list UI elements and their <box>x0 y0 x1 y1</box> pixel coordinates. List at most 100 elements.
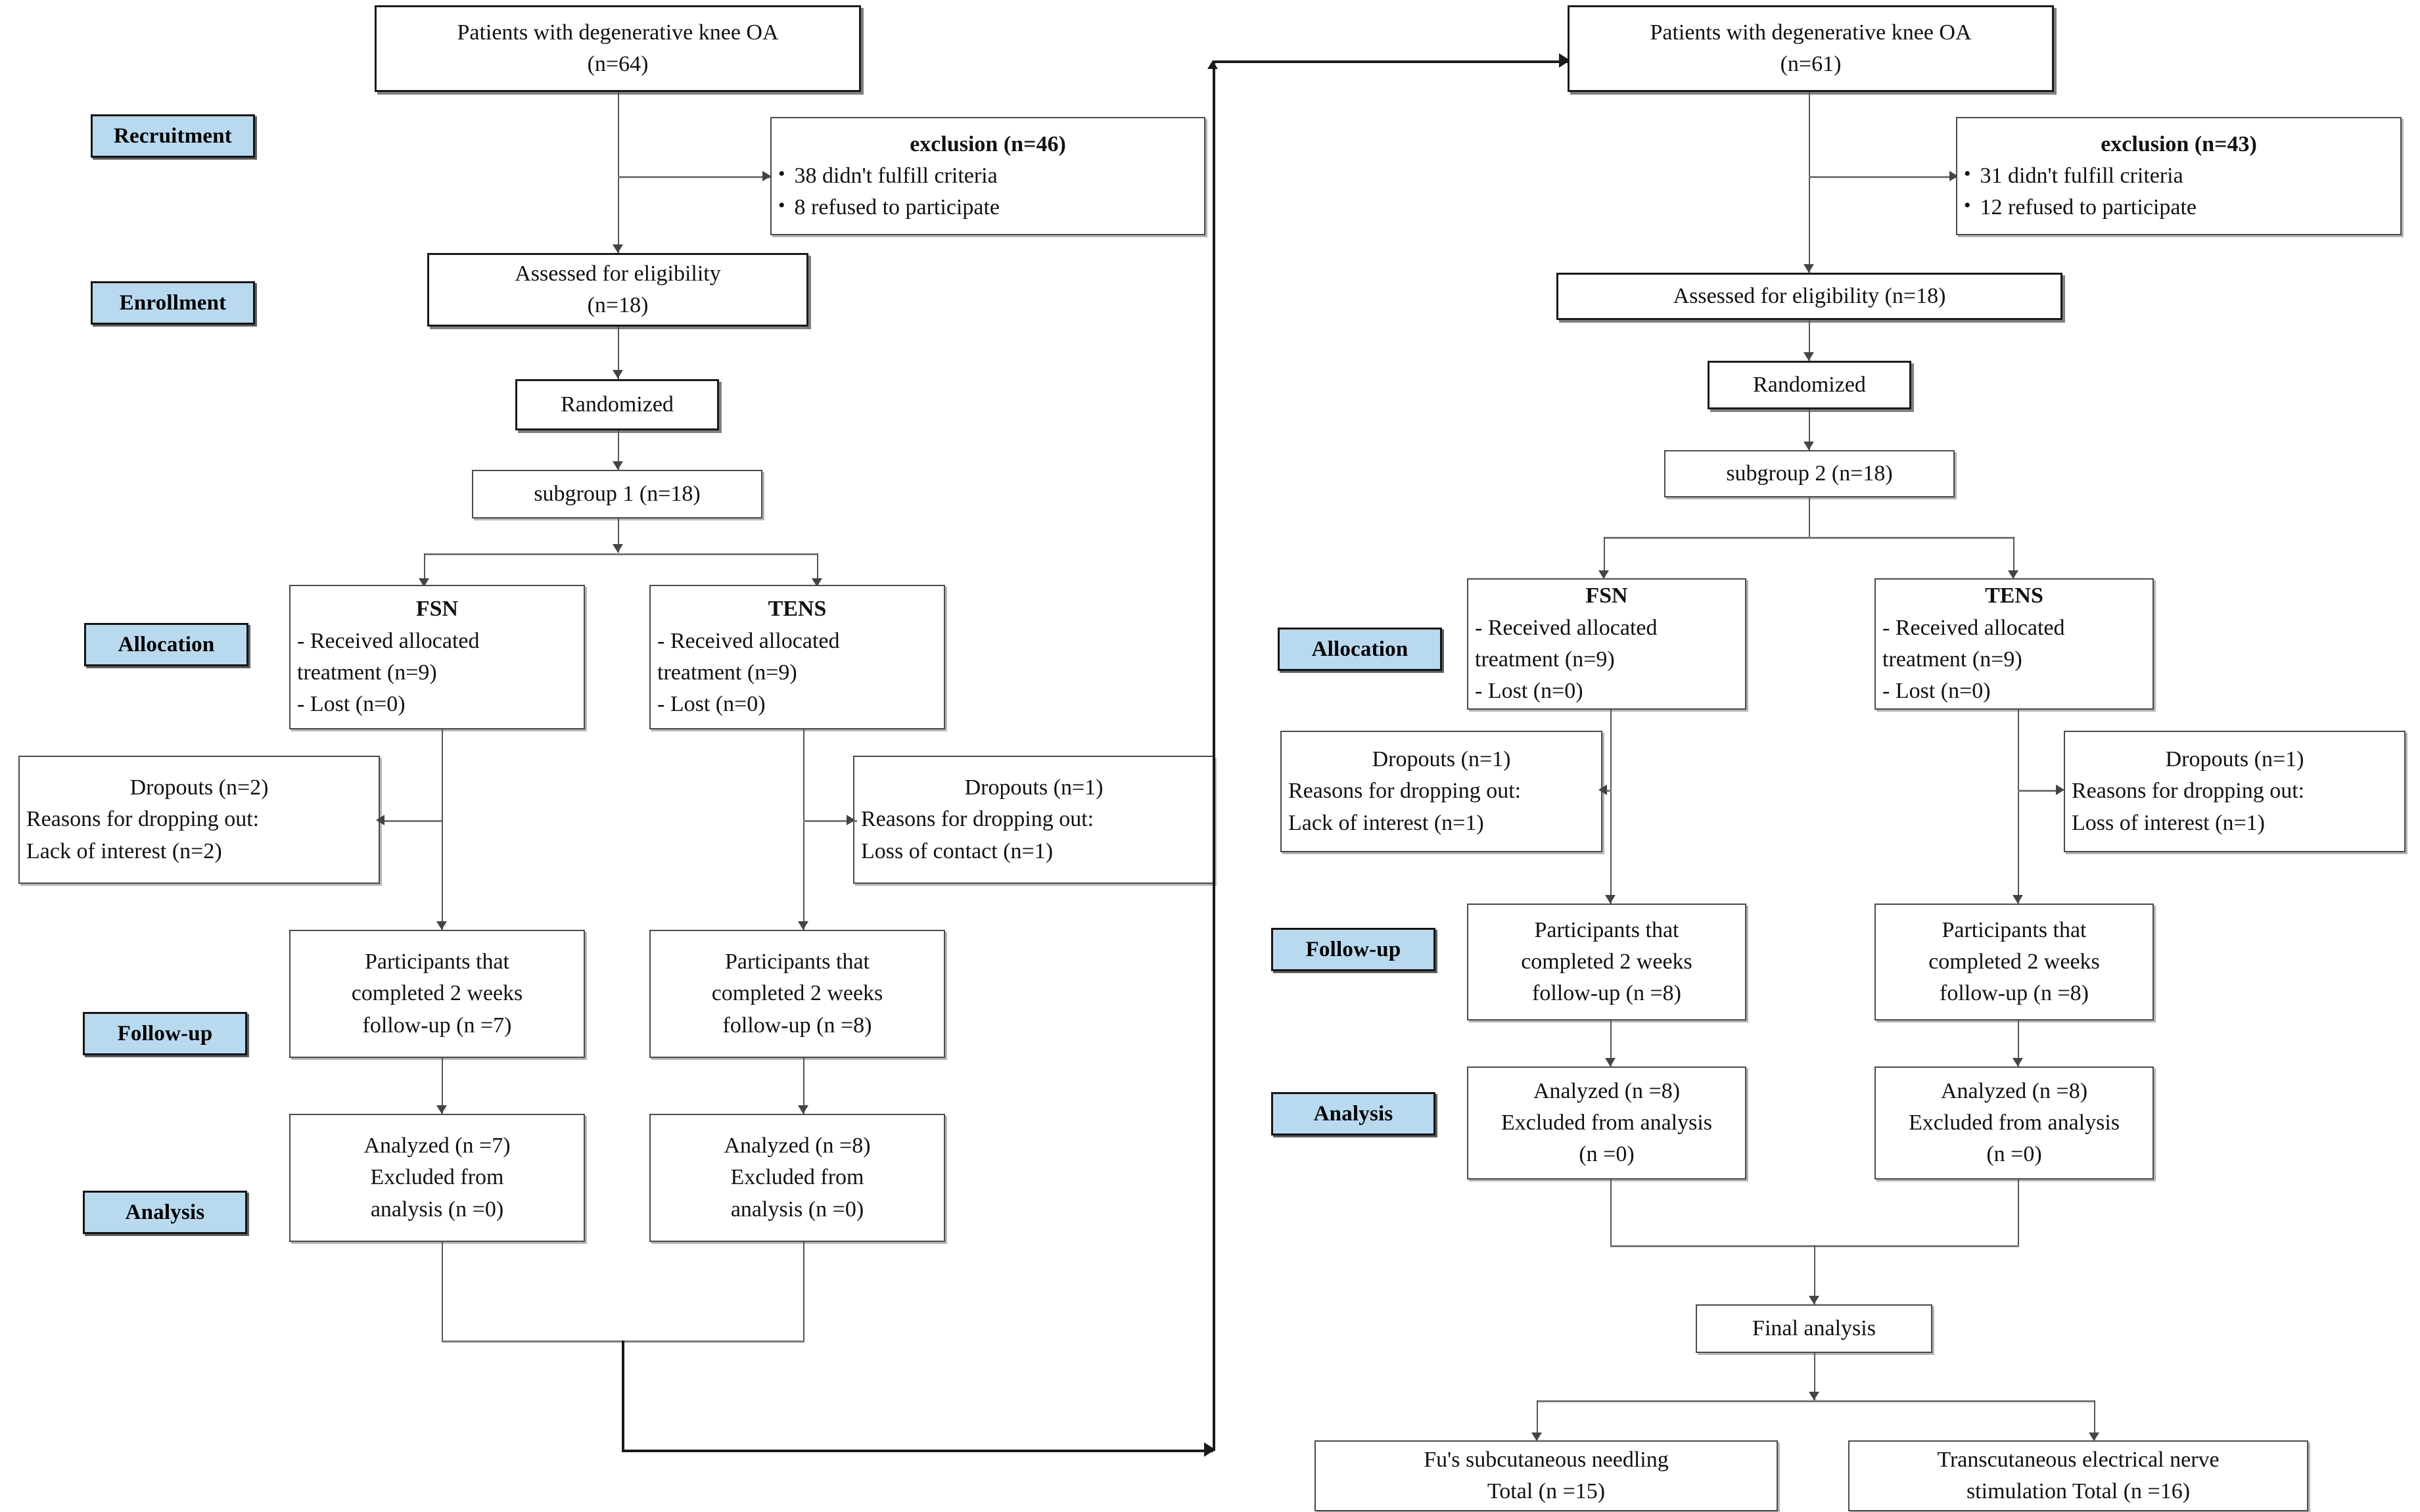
phase1-exclusion-heading: exclusion (n=46) <box>910 131 1066 156</box>
phase2-final-stem <box>1814 1245 1815 1304</box>
phase2-arm1-analysis-arrowhead <box>2013 1058 2023 1066</box>
phase1-arm1-line0: - Received allocated <box>657 628 840 653</box>
phase1-arm1-arrowhead <box>812 578 822 587</box>
phase1-split-right-drop <box>817 553 818 585</box>
phase1-assessed-box: Assessed for eligibility (n=18) <box>427 253 808 327</box>
stage-tag-allocation-phase1: Allocation <box>84 623 248 666</box>
phase1-randomized-arrowhead <box>613 370 623 378</box>
phase1-randomized-label: Randomized <box>561 392 674 417</box>
phase2-arm1-dropouts-arrowhead <box>2056 785 2064 795</box>
phase2-total-fsn-line2: Total (n =15) <box>1487 1479 1606 1503</box>
phase2-entry-vertical <box>1213 60 1215 1451</box>
phase1-subgroup-arrowhead <box>613 461 623 470</box>
phase1-assessed-line2: (n=18) <box>587 293 649 317</box>
phase1-source-box: Patients with degenerative knee OA (n=64… <box>375 5 861 92</box>
phase1-subgroup-stem <box>618 518 619 553</box>
phase2-arm0-line2: - Lost (n=0) <box>1475 679 1583 704</box>
phase1-arm1-followup-box: Participants that completed 2 weeks foll… <box>649 930 945 1058</box>
phase1-arm1-followup-line0: Participants that <box>724 950 870 974</box>
phase1-arm1-dropouts-arrowhead <box>847 815 855 825</box>
phase1-arm0-title: FSN <box>415 597 459 622</box>
phase2-exclusion-arrowhead <box>1949 171 1958 181</box>
phase2-totals-right-drop <box>2094 1400 2095 1440</box>
phase2-arm0-line0: - Received allocated <box>1475 615 1658 640</box>
phase1-assessed-to-randomized <box>618 327 619 379</box>
phase2-arm0-dropouts-line2: Lack of interest (n=1) <box>1288 810 1484 835</box>
phase2-assessed-arrowhead <box>1803 264 1814 273</box>
phase2-final-arrowhead <box>1809 1296 1819 1304</box>
phase2-arm1-followup-line0: Participants that <box>1942 917 2087 942</box>
phase2-arm0-followup-line1: completed 2 weeks <box>1521 949 1692 974</box>
phase1-arm1-analysis-line0: Analyzed (n =8) <box>724 1134 871 1158</box>
stage-tag-analysis-phase1: Analysis <box>83 1191 247 1234</box>
phase2-split-bus <box>1604 537 2014 539</box>
phase1-arm0-line0: - Received allocated <box>297 628 480 653</box>
phase2-total1-arrowhead <box>2089 1432 2099 1441</box>
phase1-arm0-analysis-line0: Analyzed (n =7) <box>363 1134 511 1158</box>
stage-tag-followup-phase1: Follow-up <box>83 1012 247 1055</box>
bullet-icon: • <box>1964 195 1971 217</box>
phase1-assessed-line1: Assessed for eligibility <box>515 261 721 286</box>
phase2-arm0-dropouts-line1: Reasons for dropping out: <box>1288 779 1522 804</box>
phase2-arm0-line1: treatment (n=9) <box>1475 647 1615 672</box>
phase2-assessed-label: Assessed for eligibility (n=18) <box>1673 283 1946 308</box>
phase2-arm0-allocation-box: FSN - Received allocated treatment (n=9)… <box>1467 578 1746 710</box>
phase2-randomized-to-subgroup <box>1809 409 1810 450</box>
phase2-arm0-analysis-line0: Analyzed (n =8) <box>1533 1078 1681 1103</box>
phase1-arm1-line2: - Lost (n=0) <box>657 692 766 717</box>
phase1-merge-right-stem <box>803 1242 804 1340</box>
phase2-assessed-to-randomized <box>1809 320 1810 361</box>
phase2-entry-arrowhead <box>1559 53 1570 68</box>
phase1-arm0-line2: - Lost (n=0) <box>297 692 406 717</box>
phase2-arm1-analysis-line2: (n =0) <box>1986 1142 2042 1167</box>
phase2-subgroup-box: subgroup 2 (n=18) <box>1664 450 1955 497</box>
phase2-arm1-followup-line2: follow-up (n =8) <box>1940 981 2089 1006</box>
phase2-arm1-dropouts-line0: Dropouts (n=1) <box>2165 747 2304 772</box>
phase1-arm1-line1: treatment (n=9) <box>657 660 797 685</box>
phase2-totals-bus <box>1537 1400 2094 1402</box>
phase2-randomized-label: Randomized <box>1753 372 1866 397</box>
phase2-subgroup-arrowhead <box>1803 442 1814 450</box>
phase2-source-box: Patients with degenerative knee OA (n=61… <box>1568 5 2054 92</box>
phase2-arm1-dropouts-line1: Reasons for dropping out: <box>2072 779 2305 804</box>
phase2-final-analysis-label: Final analysis <box>1752 1316 1876 1340</box>
phase1-arm0-arrowhead <box>419 578 429 587</box>
phase2-arm0-title: FSN <box>1585 584 1628 608</box>
phase2-arm1-allocation-box: TENS - Received allocated treatment (n=9… <box>1874 578 2154 710</box>
phase1-return-arrowhead-right <box>1204 1442 1215 1457</box>
phase2-arm0-dropouts-arrowhead <box>1598 785 1607 795</box>
phase2-arm1-dropouts-line2: Loss of interest (n=1) <box>2072 810 2265 835</box>
phase2-subgroup-label: subgroup 2 (n=18) <box>1726 461 1893 486</box>
phase2-arm1-followup-to-analysis <box>2018 1020 2019 1066</box>
phase1-arm0-followup-line1: completed 2 weeks <box>351 981 523 1006</box>
phase2-arm1-title: TENS <box>1985 584 2043 608</box>
phase2-total-tens-line1: Transcutaneous electrical nerve <box>1937 1447 2220 1472</box>
bullet-icon: • <box>778 195 785 217</box>
phase2-arm0-followup-box: Participants that completed 2 weeks foll… <box>1467 904 1746 1020</box>
phase2-exclusion-heading: exclusion (n=43) <box>2101 131 2257 156</box>
phase1-arm0-analysis-arrowhead <box>436 1105 447 1114</box>
phase1-arm1-analysis-line2: analysis (n =0) <box>730 1197 864 1222</box>
phase1-arm1-analysis-line1: Excluded from <box>730 1165 864 1190</box>
phase2-arm0-followup-arrowhead <box>1605 895 1616 904</box>
phase1-arm1-dropouts-line1: Reasons for dropping out: <box>861 807 1094 832</box>
phase2-merge-left-stem <box>1610 1180 1612 1245</box>
phase2-final-to-totals <box>1814 1353 1815 1400</box>
phase2-total-tens-line2: stimulation Total (n =16) <box>1966 1479 2191 1503</box>
phase1-arm1-analysis-box: Analyzed (n =8) Excluded from analysis (… <box>649 1114 945 1242</box>
phase1-split-bus <box>424 553 818 555</box>
phase2-arm0-analysis-box: Analyzed (n =8) Excluded from analysis (… <box>1467 1066 1746 1180</box>
phase1-arm1-followup-line1: completed 2 weeks <box>711 981 883 1006</box>
phase2-arm1-followup-box: Participants that completed 2 weeks foll… <box>1874 904 2154 1020</box>
phase2-arm0-followup-line2: follow-up (n =8) <box>1532 981 1681 1006</box>
phase2-split-right-drop <box>2013 537 2014 578</box>
phase1-source-line2: (n=64) <box>587 52 649 76</box>
phase2-arm1-line2: - Lost (n=0) <box>1882 679 1991 704</box>
phase1-split-left-drop <box>424 553 425 585</box>
phase2-arm0-followup-line0: Participants that <box>1534 917 1679 942</box>
phase1-return-horizontal <box>622 1450 1213 1452</box>
phase2-total-fsn-box: Fu's subcutaneous needling Total (n =15) <box>1315 1440 1778 1511</box>
phase1-exclusion-item-0: • 38 didn't fulfill criteria <box>778 160 1198 192</box>
phase2-source-trunk <box>1809 92 1810 273</box>
phase1-split-arrowhead <box>613 544 623 553</box>
